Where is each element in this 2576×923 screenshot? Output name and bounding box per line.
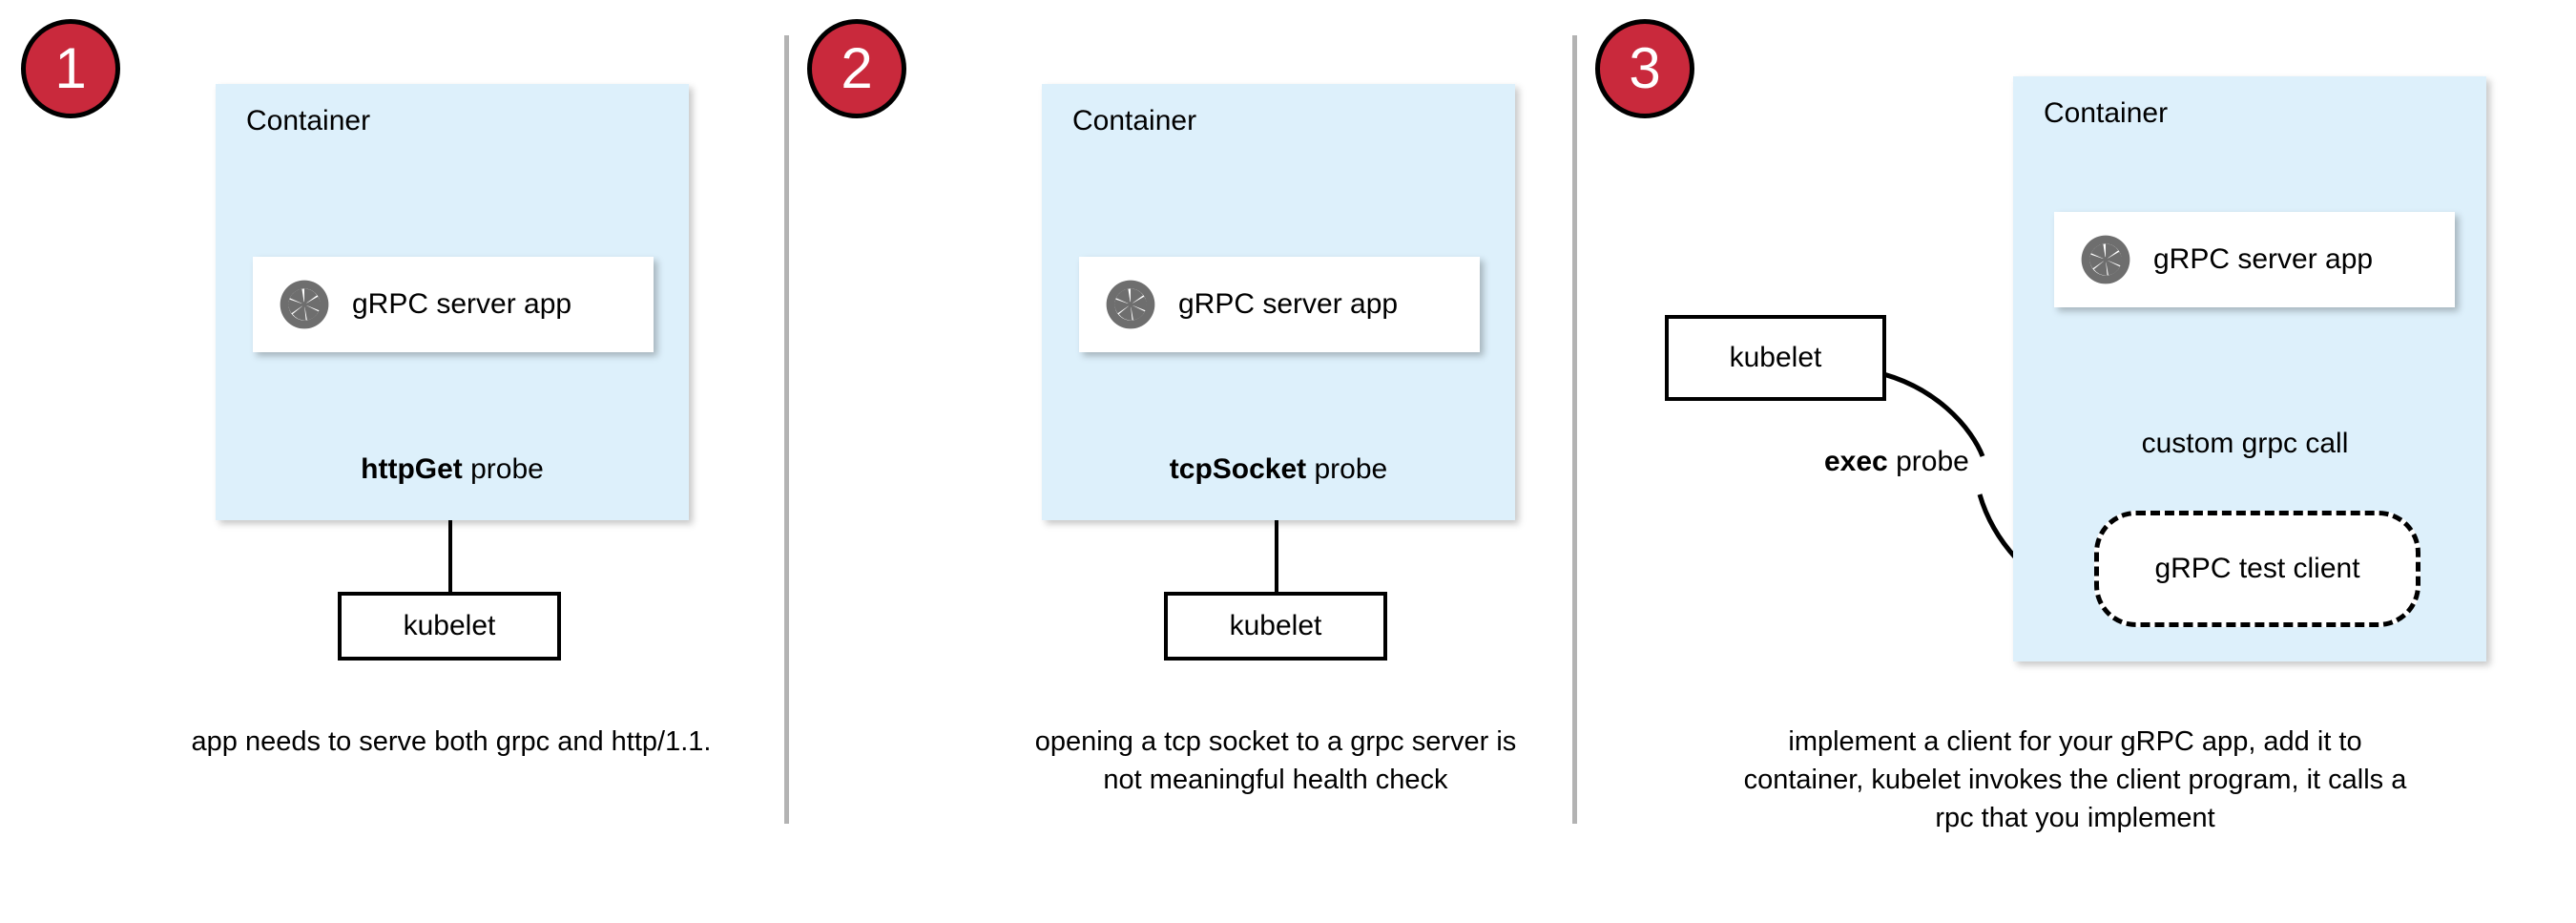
app-card-1: gRPC server app	[253, 257, 654, 352]
grpc-logo-icon	[1104, 278, 1157, 331]
custom-call-label-3: custom grpc call	[2141, 428, 2349, 459]
kubelet-box-3: kubelet	[1665, 315, 1886, 401]
panel-httpget: 1 Container	[0, 0, 786, 923]
step-badge-2: 2	[807, 19, 906, 118]
grpc-test-client-box: gRPC test client	[2094, 511, 2420, 627]
panel-divider-2	[1572, 35, 1577, 824]
probe-label-1: httpGet probe	[252, 453, 653, 486]
app-card-3: gRPC server app	[2054, 212, 2455, 307]
panel-exec: 3 Container	[1574, 0, 2576, 923]
panel-tcpsocket: 2 Container	[786, 0, 1574, 923]
probe-label-1-rest: probe	[462, 453, 544, 485]
kubelet-box-1: kubelet	[338, 592, 561, 661]
probe-label-1-bold: httpGet	[361, 453, 463, 485]
probe-label-2-rest: probe	[1306, 453, 1388, 485]
container-label-2: Container	[1072, 105, 1197, 136]
caption-2: opening a tcp socket to a grpc server is…	[1034, 726, 1517, 795]
app-card-label-1: gRPC server app	[352, 288, 572, 320]
panel-divider-1	[784, 35, 789, 824]
step-badge-3: 3	[1595, 19, 1694, 118]
probe-label-2: tcpSocket probe	[1078, 453, 1479, 486]
grpc-logo-icon	[278, 278, 331, 331]
grpc-logo-icon	[2079, 233, 2132, 286]
kubelet-box-2: kubelet	[1164, 592, 1387, 661]
container-label-3: Container	[2044, 97, 2169, 129]
container-label-1: Container	[246, 105, 371, 136]
app-card-2: gRPC server app	[1079, 257, 1480, 352]
probe-label-3-bold: exec	[1824, 446, 1888, 477]
caption-3: implement a client for your gRPC app, ad…	[1743, 726, 2407, 833]
probe-label-3-rest: probe	[1887, 446, 1969, 477]
probe-label-3: exec probe	[1824, 446, 2129, 478]
app-card-label-3: gRPC server app	[2153, 243, 2374, 275]
step-badge-1: 1	[21, 19, 120, 118]
app-card-label-2: gRPC server app	[1178, 288, 1399, 320]
probe-label-2-bold: tcpSocket	[1169, 453, 1307, 485]
caption-1: app needs to serve both grpc and http/1.…	[191, 726, 712, 757]
